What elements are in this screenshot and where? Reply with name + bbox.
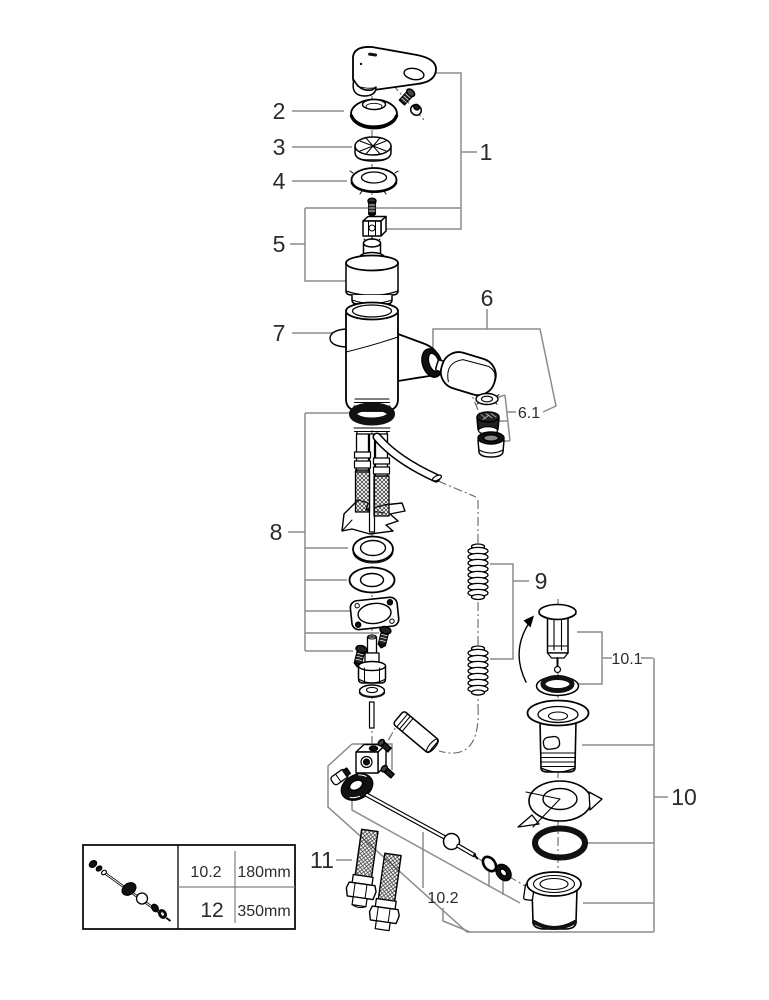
table-cell-length-350mm: 350mm xyxy=(237,903,290,920)
drain-nut xyxy=(523,871,582,930)
rod-washer xyxy=(495,863,512,882)
handle-screw xyxy=(398,88,416,106)
hex-nut xyxy=(357,660,387,684)
supply-hose-left xyxy=(353,433,372,513)
callout-line-10-1 xyxy=(577,631,653,685)
cartridge xyxy=(345,236,399,305)
mini-rod-drawing xyxy=(88,860,172,922)
base-washer-1 xyxy=(352,535,394,564)
stud-washer xyxy=(358,684,386,699)
rod-o-ring xyxy=(481,855,498,873)
pop-up-rod xyxy=(364,792,479,860)
callout-line-8 xyxy=(288,412,379,652)
leader-lines xyxy=(288,72,668,933)
lever-handle xyxy=(352,46,437,97)
callout-6: 6 xyxy=(481,285,494,311)
callout-line-9 xyxy=(490,563,529,660)
callout-7: 7 xyxy=(273,320,286,346)
callout-line-10 xyxy=(582,658,668,932)
plug-seal-washer xyxy=(535,675,580,697)
callout-labels: 1 2 3 4 5 6 6.1 7 8 9 10.1 10 10.2 11 xyxy=(270,98,697,907)
callout-8: 8 xyxy=(270,519,283,545)
callout-line-6-1 xyxy=(495,394,516,442)
handle-dome-cap xyxy=(349,98,399,130)
aerator-set xyxy=(474,392,505,458)
mounting-shank xyxy=(349,398,395,438)
mounting-plate xyxy=(349,596,400,631)
callout-3: 3 xyxy=(273,134,286,160)
check-valve xyxy=(393,711,439,754)
table-cell-part-10-2: 10.2 xyxy=(190,864,221,881)
drain-flange xyxy=(526,699,590,773)
ring-nut xyxy=(349,167,399,195)
pivot-screw-2 xyxy=(380,764,395,779)
spline-cap xyxy=(354,136,392,162)
callout-5: 5 xyxy=(273,231,286,257)
callout-10: 10 xyxy=(671,784,697,810)
spring-1 xyxy=(467,543,489,601)
callout-10-1: 10.1 xyxy=(611,651,642,668)
callout-1: 1 xyxy=(480,139,493,165)
mounting-screw-2 xyxy=(353,644,368,668)
spring-2 xyxy=(467,645,489,696)
lift-rod-lower xyxy=(368,701,375,729)
lever-knob xyxy=(434,351,497,397)
callout-line-6 xyxy=(432,309,557,413)
callout-line-1 xyxy=(383,72,477,230)
callout-9: 9 xyxy=(535,568,548,594)
rotate-arrow xyxy=(518,615,534,683)
spare-hose-2 xyxy=(368,852,402,932)
callout-4: 4 xyxy=(273,168,286,194)
pivot-plug xyxy=(330,767,352,786)
spout-tube xyxy=(372,432,443,483)
table-cell-part-12: 12 xyxy=(200,899,223,922)
rod-knob xyxy=(340,773,374,801)
callout-6-1: 6.1 xyxy=(518,405,540,422)
callout-11: 11 xyxy=(310,847,334,873)
cartridge-screw xyxy=(367,197,377,218)
spare-hose-1 xyxy=(345,828,379,909)
mounting-screw-1 xyxy=(377,625,392,649)
callout-line-10-2 xyxy=(422,832,504,933)
callout-2: 2 xyxy=(273,98,286,124)
callout-10-2: 10.2 xyxy=(427,890,458,907)
handle-screw-cap xyxy=(409,103,423,116)
pivot-block xyxy=(355,743,387,774)
callout-line-5 xyxy=(290,207,461,282)
adapter-nut xyxy=(362,215,387,237)
drain-plug xyxy=(538,603,577,674)
drain-o-ring xyxy=(532,825,588,861)
base-washer-2 xyxy=(348,566,396,594)
pivot-screw-1 xyxy=(377,738,392,753)
table-cell-length-180mm: 180mm xyxy=(237,864,290,881)
wedge-gasket xyxy=(517,780,603,828)
size-table: 10.2 180mm 12 350mm xyxy=(82,844,296,930)
